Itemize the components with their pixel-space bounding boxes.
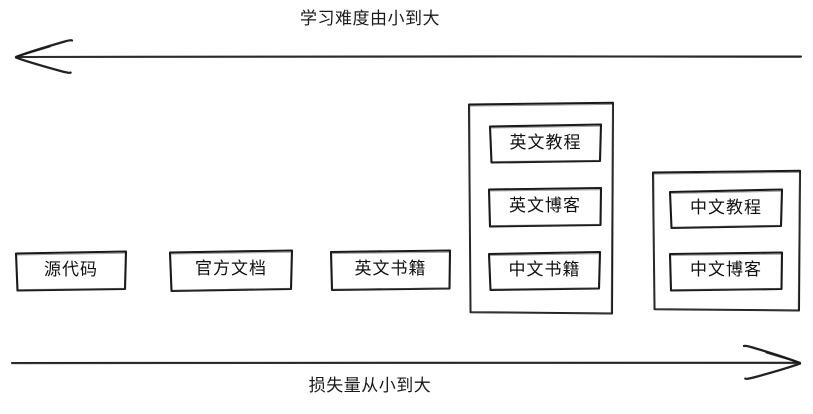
group-container-4 (468, 101, 614, 315)
node-label-english-books: 英文书籍 (354, 259, 427, 279)
bottom-axis-label: 损失量从小到大 (308, 376, 432, 396)
top-axis-label: 学习难度由小到大 (300, 9, 440, 29)
node-label-chinese-books: 中文书籍 (508, 260, 581, 280)
bottom-axis-arrow (10, 344, 802, 380)
node-label-source-code: 源代码 (44, 260, 98, 280)
node-box-4-1[interactable] (488, 123, 603, 164)
node-box-2-1[interactable] (168, 249, 294, 293)
node-label-english-tutorials: 英文教程 (509, 133, 582, 153)
node-box-1-1[interactable] (14, 250, 128, 292)
group-container-5 (652, 169, 801, 312)
node-box-4-3[interactable] (487, 250, 602, 292)
node-box-3-1[interactable] (329, 249, 452, 292)
node-box-5-2[interactable] (668, 251, 784, 292)
node-label-chinese-tutorials: 中文教程 (690, 198, 762, 218)
node-label-english-blogs: 英文博客 (509, 196, 581, 216)
top-axis-arrow (14, 39, 803, 74)
node-box-5-1[interactable] (668, 188, 784, 230)
node-box-4-2[interactable] (487, 186, 603, 228)
node-label-official-docs: 官方文档 (195, 259, 267, 279)
node-label-chinese-blogs: 中文博客 (690, 260, 762, 280)
